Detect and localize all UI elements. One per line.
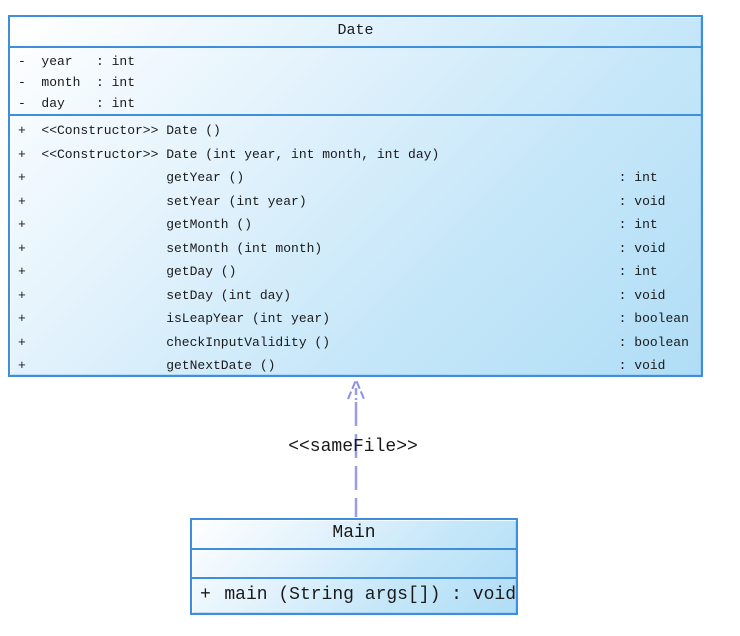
attribute-name: day bbox=[41, 96, 65, 111]
method-return-type: : boolean bbox=[618, 311, 689, 326]
method-row: + main (String args[]) : void bbox=[200, 579, 516, 611]
method-stereotype bbox=[41, 331, 166, 355]
visibility-marker: + bbox=[18, 264, 26, 279]
method-signature: getDay () bbox=[166, 264, 237, 279]
method-row: + setDay (int day) : void bbox=[18, 284, 701, 308]
main-attributes-compartment bbox=[192, 550, 516, 579]
attribute-type: : int bbox=[95, 54, 135, 69]
method-stereotype bbox=[41, 190, 166, 214]
visibility-marker: + bbox=[18, 287, 26, 303]
method-row: + isLeapYear (int year) : boolean bbox=[18, 307, 701, 331]
visibility-marker: + bbox=[18, 358, 26, 373]
visibility-marker: + bbox=[18, 311, 26, 326]
relation-stereotype-label[interactable]: <<sameFile>> bbox=[288, 437, 418, 457]
visibility-marker: + bbox=[18, 334, 26, 350]
method-row: + setMonth (int month) : void bbox=[18, 237, 701, 261]
attribute-type: : int bbox=[95, 75, 135, 90]
attribute-row: - year : int bbox=[18, 51, 701, 72]
visibility-marker: - bbox=[18, 54, 26, 69]
visibility-marker: - bbox=[18, 75, 26, 90]
method-return-type: : boolean bbox=[618, 334, 689, 350]
method-row: + getYear () : int bbox=[18, 166, 701, 190]
date-methods-compartment: + <<Constructor>> Date () + <<Constructo… bbox=[10, 116, 701, 378]
method-return-type: : void bbox=[618, 358, 666, 373]
visibility-marker: + bbox=[18, 123, 26, 138]
method-signature: getMonth () bbox=[166, 217, 253, 232]
method-stereotype bbox=[41, 307, 166, 331]
method-return-type: : void bbox=[618, 287, 666, 303]
method-stereotype bbox=[41, 213, 166, 237]
method-return-type bbox=[619, 119, 701, 143]
method-signature: setMonth (int month) bbox=[166, 240, 323, 256]
method-signature: checkInputValidity () bbox=[166, 334, 331, 350]
method-return-type: : int bbox=[618, 264, 658, 279]
method-row: + <<Constructor>> Date () bbox=[18, 119, 701, 143]
method-row: + getMonth () : int bbox=[18, 213, 701, 237]
attribute-type: : int bbox=[95, 96, 135, 111]
visibility-marker: + bbox=[18, 170, 26, 185]
attribute-name: year bbox=[41, 54, 73, 69]
visibility-marker: + bbox=[200, 585, 211, 605]
date-class-title: Date bbox=[10, 17, 701, 48]
method-return-type: : int bbox=[618, 217, 658, 232]
method-stereotype: <<Constructor>> bbox=[41, 146, 159, 162]
method-signature: getYear () bbox=[166, 170, 245, 185]
method-stereotype bbox=[41, 237, 166, 261]
method-signature: setYear (int year) bbox=[166, 193, 307, 209]
visibility-marker: + bbox=[18, 146, 26, 162]
method-stereotype bbox=[41, 284, 166, 308]
method-signature: isLeapYear (int year) bbox=[166, 311, 331, 326]
method-signature: Date (int year, int month, int day) bbox=[166, 146, 440, 162]
date-attributes-compartment: - year : int - month : int - day : int bbox=[10, 48, 701, 116]
method-stereotype bbox=[41, 354, 166, 378]
method-return-type bbox=[619, 143, 701, 167]
main-class-box[interactable]: Main + main (String args[]) : void bbox=[190, 518, 518, 615]
main-methods-compartment: + main (String args[]) : void bbox=[192, 579, 516, 611]
visibility-marker: + bbox=[18, 193, 26, 209]
method-row: + getNextDate () : void bbox=[18, 354, 701, 378]
visibility-marker: + bbox=[18, 240, 26, 256]
method-signature: setDay (int day) bbox=[166, 287, 292, 303]
method-return-type: : void bbox=[618, 240, 666, 256]
method-row: + checkInputValidity () : boolean bbox=[18, 331, 701, 355]
date-class-box[interactable]: Date - year : int - month : int - day : … bbox=[8, 15, 703, 377]
attribute-row: - day : int bbox=[18, 93, 701, 114]
method-signature: Date () bbox=[166, 123, 221, 138]
method-row: + <<Constructor>> Date (int year, int mo… bbox=[18, 143, 701, 167]
method-signature: getNextDate () bbox=[166, 358, 276, 373]
method-return-type: : void bbox=[618, 193, 666, 209]
method-stereotype bbox=[41, 166, 166, 190]
main-class-title: Main bbox=[192, 520, 516, 550]
method-return-type: : int bbox=[618, 170, 658, 185]
method-row: + setYear (int year) : void bbox=[18, 190, 701, 214]
method-row: + getDay () : int bbox=[18, 260, 701, 284]
attribute-row: - month : int bbox=[18, 72, 701, 93]
visibility-marker: - bbox=[18, 96, 26, 111]
method-stereotype bbox=[41, 260, 166, 284]
method-signature: main (String args[]) : void bbox=[224, 585, 516, 605]
method-stereotype: <<Constructor>> bbox=[41, 123, 159, 138]
attribute-name: month bbox=[41, 75, 81, 90]
visibility-marker: + bbox=[18, 217, 26, 232]
